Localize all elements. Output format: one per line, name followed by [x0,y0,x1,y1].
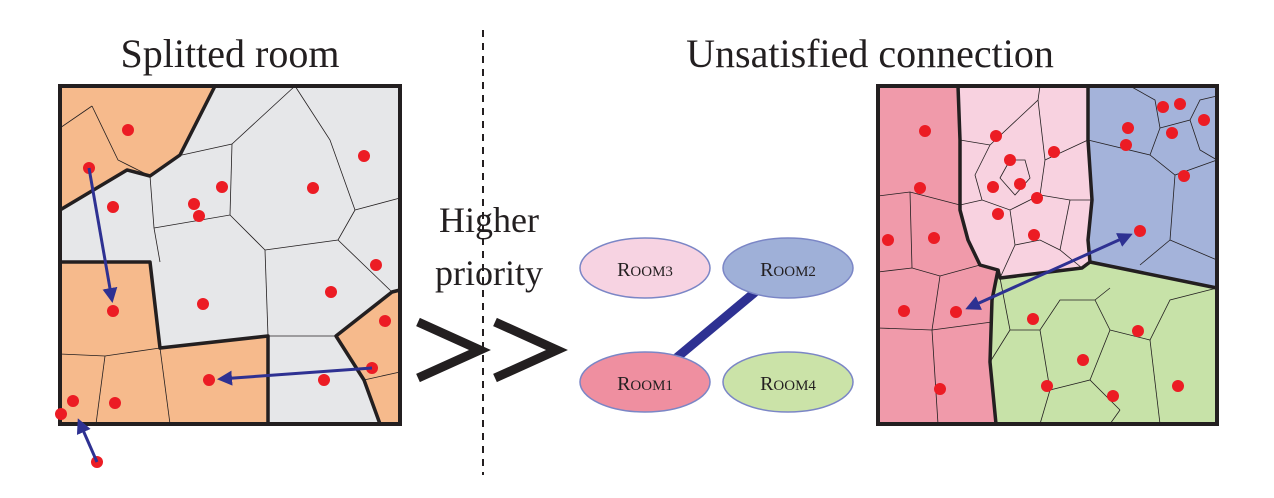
site-point [928,232,940,244]
site-point [934,383,946,395]
site-point [1028,229,1040,241]
room1-label: ROOM1 [617,373,673,395]
site-point [882,234,894,246]
room2-ellipse [722,237,854,299]
site-point [990,130,1002,142]
room2-region [1088,86,1217,288]
room2-label: ROOM2 [760,259,816,281]
left-plan-frame [58,84,402,426]
site-point [898,305,910,317]
right-plan-frame [876,84,1219,426]
site-point [1004,154,1016,166]
room4-region [990,262,1217,424]
site-point [203,374,215,386]
right-cell-edges [877,85,1218,425]
site-point [1041,380,1053,392]
site-point [1174,98,1186,110]
site-point [107,201,119,213]
site-point [992,208,1004,220]
site-point [950,306,962,318]
site-point [1132,325,1144,337]
right-title: Unsatisfied connection [686,31,1054,76]
site-point [216,181,228,193]
chevron-right [493,317,568,383]
room3-ellipse [579,237,711,299]
split-arrow [217,366,373,386]
room4-node: ROOM4 [722,351,854,413]
site-point [67,395,79,407]
site-point [122,124,134,136]
chevron-left [416,317,491,383]
left-floorplan [55,84,402,468]
left-title: Splitted room [121,31,340,76]
room4-ellipse [722,351,854,413]
site-point [1166,127,1178,139]
site-point [55,408,67,420]
room1-node: ROOM1 [579,351,711,413]
site-point [370,259,382,271]
site-point [914,182,926,194]
site-point [197,298,209,310]
room4-label: ROOM4 [760,373,816,395]
site-point [307,182,319,194]
connection-graph: ROOM3 ROOM2 ROOM1 ROOM4 [579,237,854,413]
site-point [188,198,200,210]
site-point [1120,139,1132,151]
site-point [1031,192,1043,204]
site-point [1048,146,1060,158]
site-point [379,315,391,327]
site-point [1027,313,1039,325]
site-point [1134,225,1146,237]
left-cell-edges [59,85,401,425]
orange-region-top-left [60,86,215,210]
room1-region [878,86,998,424]
room1-ellipse [579,351,711,413]
split-arrow [76,418,99,463]
site-point [107,305,119,317]
room3-node: ROOM3 [579,237,711,299]
room2-node: ROOM2 [722,237,854,299]
priority-label-line2: priority [435,253,543,293]
site-point [325,286,337,298]
left-sites [55,124,391,468]
room3-label: ROOM3 [617,259,673,281]
site-point [1014,178,1026,190]
site-point [109,397,121,409]
unsatisfied-connection-arrow [965,233,1133,310]
much-greater-than-symbol [416,317,568,383]
site-point [1157,101,1169,113]
site-point [1122,122,1134,134]
site-point [987,181,999,193]
site-point [1198,114,1210,126]
priority-label-line1: Higher [439,200,539,240]
left-room-boundaries [59,85,401,425]
site-point [919,125,931,137]
site-point [1107,390,1119,402]
site-point [1172,380,1184,392]
site-point [358,150,370,162]
site-point [1178,170,1190,182]
site-point [1077,354,1089,366]
left-arrows [76,167,373,463]
split-arrow [87,167,118,303]
site-point [318,374,330,386]
right-floorplan [876,84,1219,426]
right-sites [882,98,1210,402]
site-point [193,210,205,222]
